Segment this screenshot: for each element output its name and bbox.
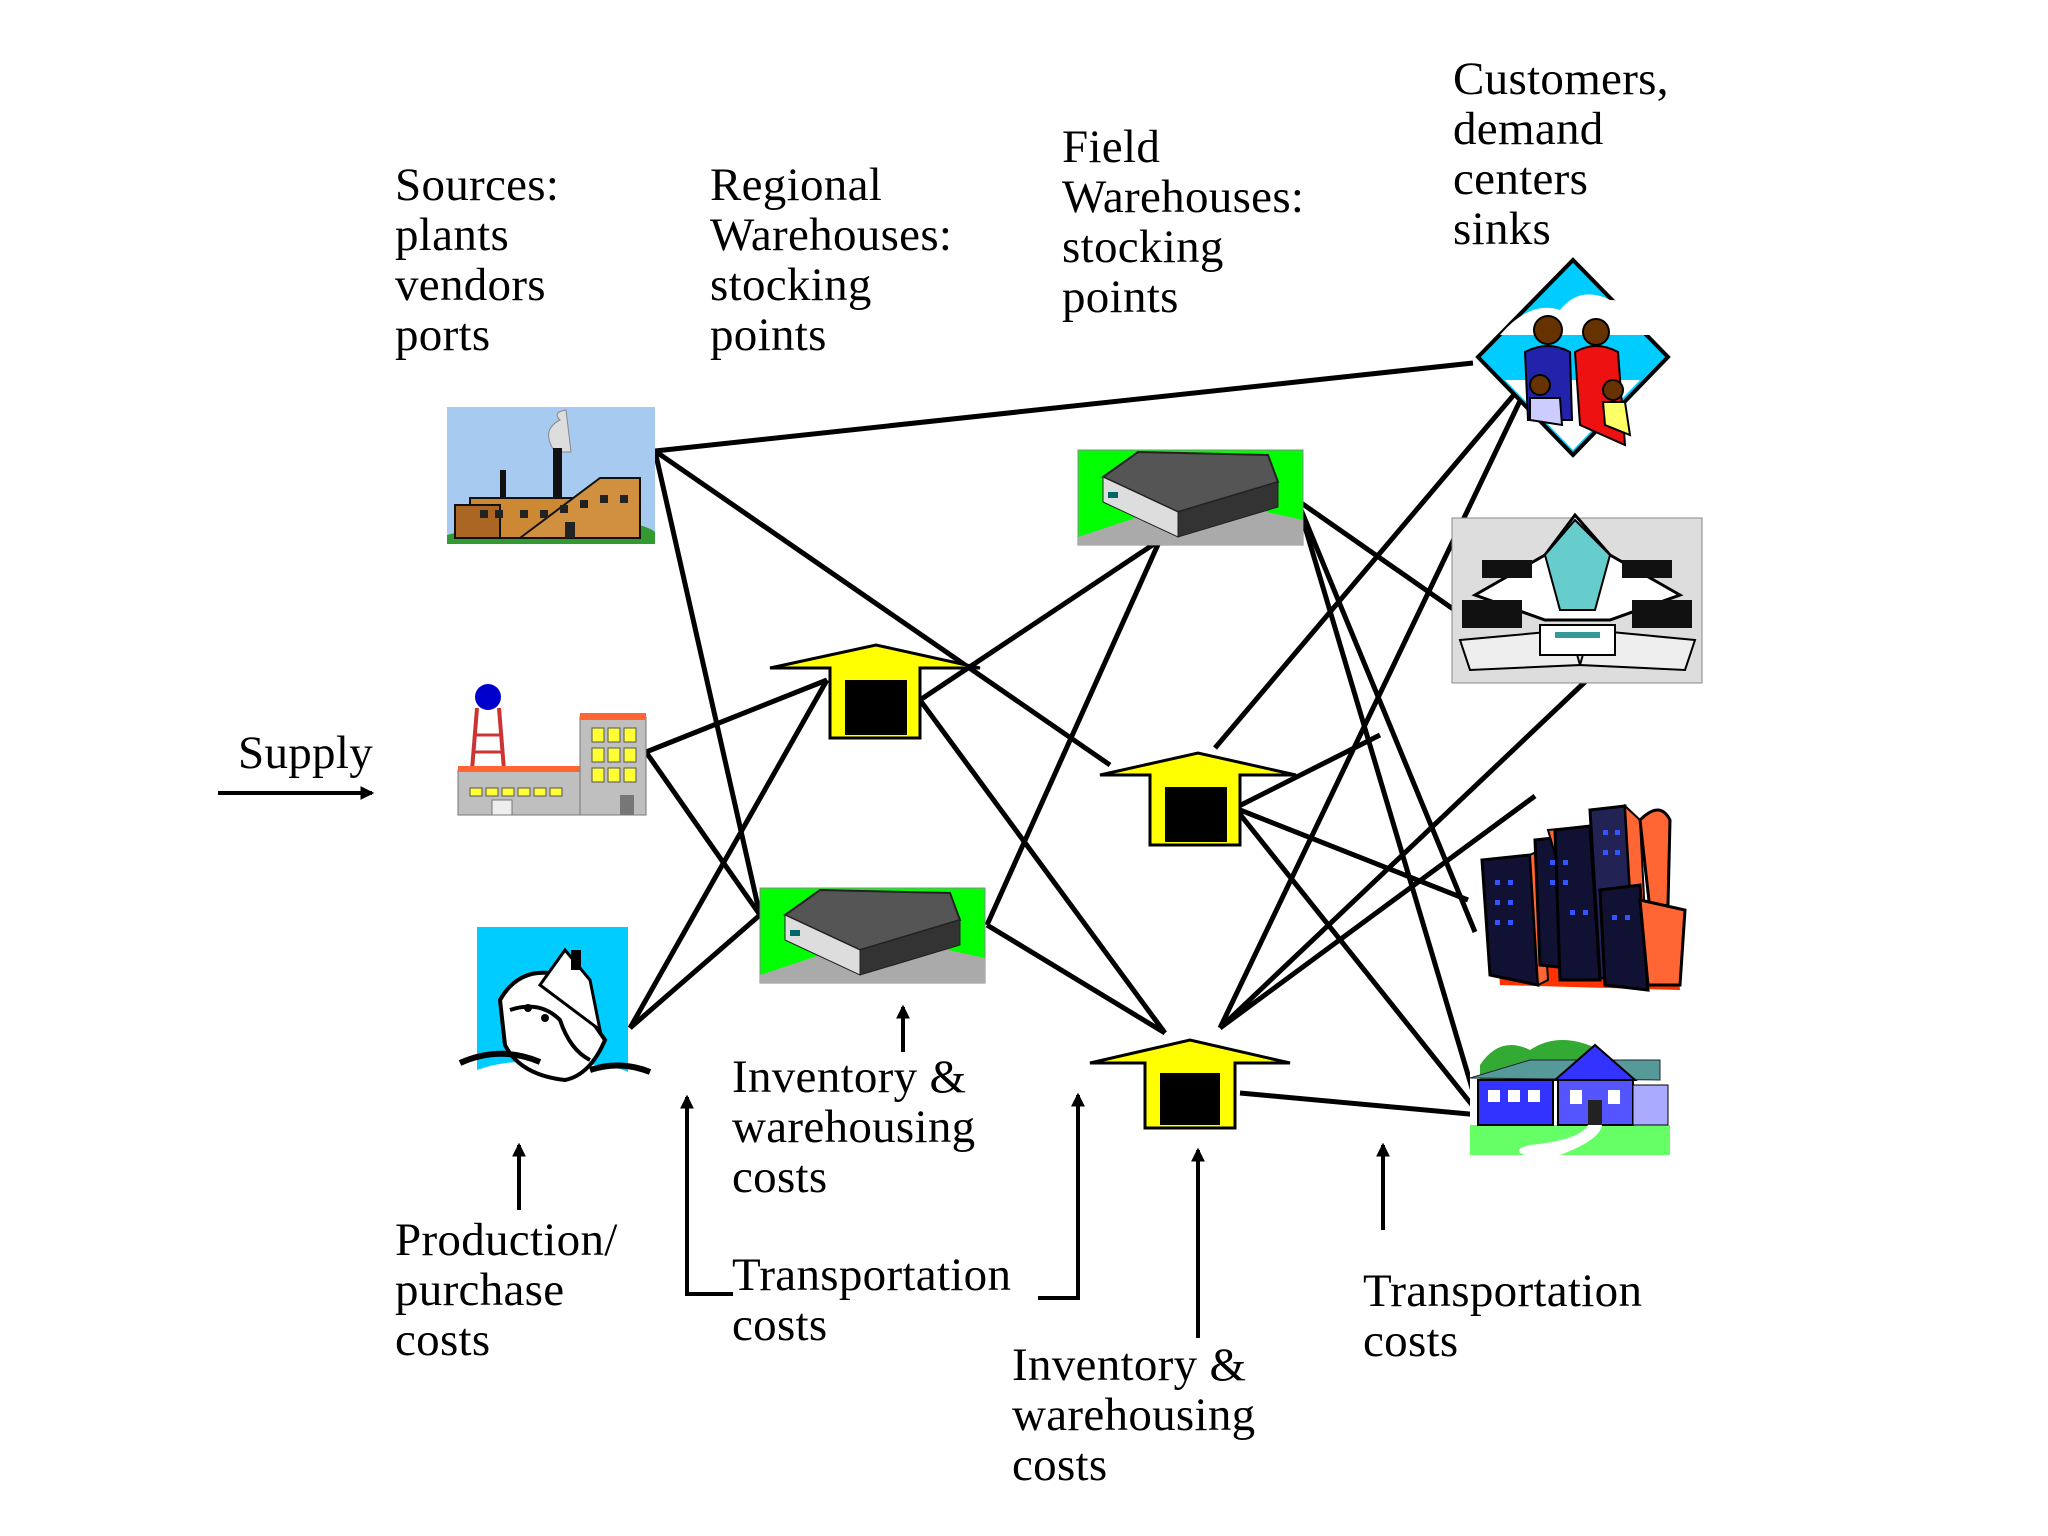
arrows <box>218 786 1390 1338</box>
plant-water-tower-icon <box>457 684 647 816</box>
family-icon <box>1475 257 1671 458</box>
ship-port-icon <box>458 927 652 1125</box>
edge <box>1218 678 1589 1030</box>
edge <box>653 448 1112 768</box>
transportation-costs-label-customers: Transportation costs <box>1363 1265 1643 1367</box>
edge <box>643 750 763 917</box>
edge <box>627 678 830 1030</box>
header-regional-warehouses: Regional Warehouses: stocking points <box>710 159 953 361</box>
edge <box>654 360 1474 454</box>
edge <box>1239 1090 1481 1118</box>
field-warehouse-arrow-icon <box>1089 1038 1291 1130</box>
edge <box>917 698 1168 1035</box>
factory-smokestack-icon <box>447 407 655 544</box>
transportation-cost-bracket <box>680 1094 733 1296</box>
inventory-costs-label-regional: Inventory & warehousing costs <box>732 1051 976 1203</box>
edge <box>645 677 828 755</box>
edge <box>1213 382 1525 750</box>
edge <box>628 913 762 1030</box>
edge <box>918 537 1162 703</box>
inventory-costs-label-field: Inventory & warehousing costs <box>1012 1339 1256 1491</box>
network-edges <box>627 360 1589 1118</box>
header-customers: Customers, demand centers sinks <box>1453 53 1669 255</box>
edge <box>984 538 1163 927</box>
edge <box>1217 378 1533 1030</box>
header-field-warehouses: Field Warehouses: stocking points <box>1062 121 1305 323</box>
edge <box>1295 497 1468 621</box>
edge <box>652 450 763 916</box>
supply-label: Supply <box>238 727 373 779</box>
transportation-cost-bracket <box>1038 1092 1085 1300</box>
house-icon <box>1469 1035 1670 1155</box>
regional-warehouse-building-icon <box>759 887 986 984</box>
field-warehouse-building-icon <box>1077 449 1304 546</box>
edge <box>1233 806 1482 1117</box>
edge <box>985 922 1167 1036</box>
header-sources: Sources: plants vendors ports <box>395 159 560 361</box>
edge <box>1218 793 1537 1031</box>
edge <box>1294 499 1483 1116</box>
transportation-costs-label-sources: Transportation costs <box>732 1249 1012 1351</box>
regional-warehouse-arrow-icon <box>769 643 981 740</box>
production-costs-label: Production/ purchase costs <box>395 1214 618 1366</box>
shopping-mall-icon <box>1451 512 1703 684</box>
field-warehouse-arrow-icon <box>1099 751 1297 847</box>
edge <box>1234 805 1469 903</box>
city-buildings-icon <box>1480 803 1687 992</box>
